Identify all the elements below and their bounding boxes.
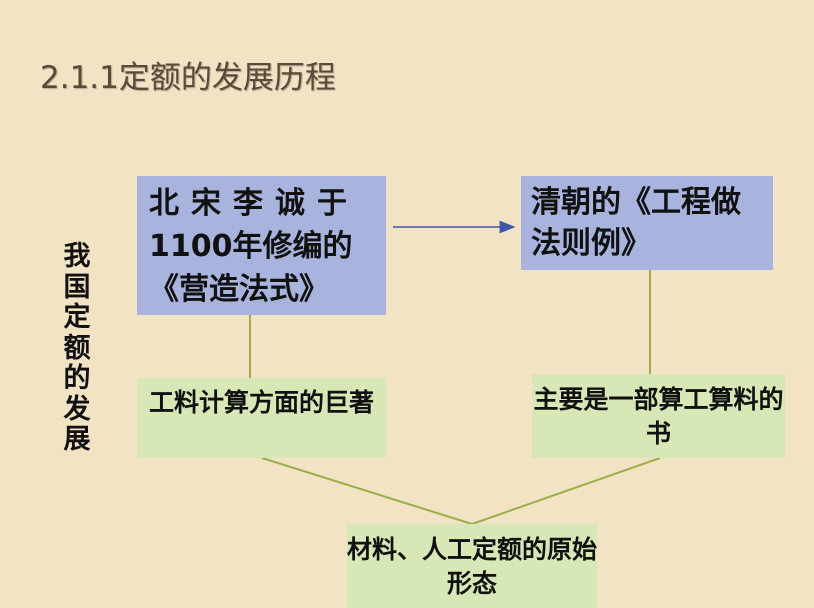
slide-title: 2.1.1定额的发展历程 [40, 60, 336, 96]
song-dynasty-box: 北宋李诚于 1100年修编的 《营造法式》 [137, 176, 386, 315]
side-label: 我国定额的发展 [63, 241, 91, 455]
song-box-line-3: 《营造法式》 [149, 272, 329, 307]
qing-note-to-origin-line [471, 457, 661, 525]
origin-box: 材料、人工定额的原始形态 [347, 524, 597, 608]
song-box-line-1: 北宋李诚于 [149, 186, 359, 221]
qing-note-box: 主要是一部算工算料的书 [532, 374, 785, 458]
song-box-line-2: 1100年修编的 [149, 229, 353, 264]
song-note-to-origin-line [261, 457, 473, 525]
song-note-box: 工料计算方面的巨著 [137, 378, 386, 458]
qing-dynasty-box: 清朝的《工程做法则例》 [521, 176, 773, 270]
